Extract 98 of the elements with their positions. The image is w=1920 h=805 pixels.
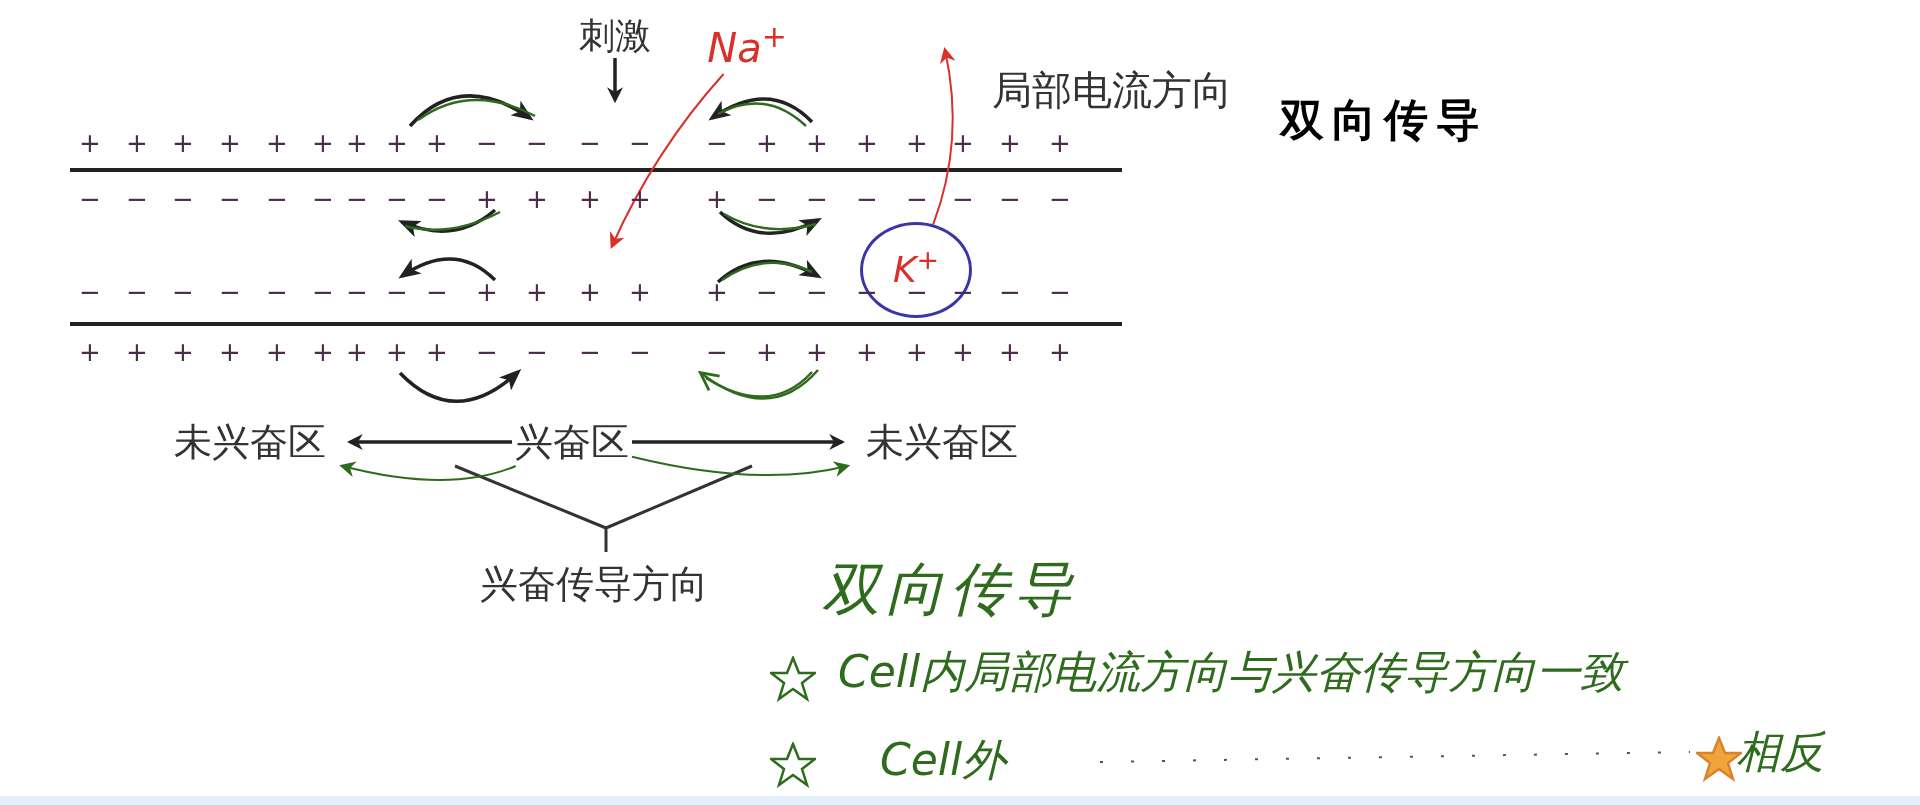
label: 兴奋传导方向 [480, 565, 708, 603]
charge-sign: − [346, 279, 368, 305]
charge-sign: − [579, 339, 601, 365]
ion-label: Na$^{+}$ [692, 22, 802, 74]
charge-sign: + [706, 279, 728, 305]
charge-sign: − [526, 339, 548, 365]
region-label: 未兴奋区 [842, 418, 1042, 466]
charge-sign: − [426, 279, 448, 305]
charge-sign: + [856, 130, 878, 156]
arrow [607, 58, 623, 104]
charge-sign: + [386, 339, 408, 365]
arrow [632, 434, 846, 450]
charge-sign: − [526, 130, 548, 156]
charge-sign: + [172, 339, 194, 365]
charge-sign: − [476, 339, 498, 365]
charge-sign: − [476, 130, 498, 156]
charge-sign: − [312, 186, 334, 212]
charge-sign: + [79, 130, 101, 156]
charge-sign: + [219, 130, 241, 156]
charge-sign: − [346, 186, 368, 212]
title: 双向传导 [1280, 98, 1488, 142]
charge-sign: + [346, 130, 368, 156]
charge-sign: + [756, 130, 778, 156]
charge-sign: + [952, 130, 974, 156]
charge-sign: − [1049, 186, 1071, 212]
charge-sign: + [312, 130, 334, 156]
charge-sign: + [706, 186, 728, 212]
charge-sign: − [79, 186, 101, 212]
charge-sign: − [266, 279, 288, 305]
charge-sign: + [476, 279, 498, 305]
charge-sign: + [476, 186, 498, 212]
stimulus-label: 刺激 [577, 14, 653, 58]
charge-sign: + [1049, 130, 1071, 156]
charge-sign: − [629, 339, 651, 365]
charge-sign: + [856, 339, 878, 365]
charge-sign: + [266, 130, 288, 156]
charge-sign: − [172, 279, 194, 305]
region-label: 兴奋区 [512, 418, 632, 466]
handwritten-note: 相反 [1736, 730, 1824, 774]
charge-sign: + [426, 130, 448, 156]
arrow [631, 455, 851, 477]
charge-sign: + [906, 339, 928, 365]
charge-sign: − [806, 279, 828, 305]
charge-sign: + [79, 339, 101, 365]
charge-sign: − [426, 186, 448, 212]
charge-sign: − [79, 279, 101, 305]
handwritten-note: Cell外 [880, 738, 1007, 782]
charge-sign: − [756, 279, 778, 305]
charge-sign: + [266, 339, 288, 365]
charge-sign: − [219, 279, 241, 305]
charge-sign: − [312, 279, 334, 305]
charge-sign: − [386, 186, 408, 212]
charge-sign: − [1049, 279, 1071, 305]
charge-sign: − [126, 186, 148, 212]
charge-sign: + [386, 130, 408, 156]
charge-sign: + [172, 130, 194, 156]
charge-sign: + [1049, 339, 1071, 365]
charge-sign: − [999, 186, 1021, 212]
charge-sign: − [266, 186, 288, 212]
charge-sign: − [706, 130, 728, 156]
charge-sign: + [629, 279, 651, 305]
charge-sign: + [346, 339, 368, 365]
charge-sign: − [386, 279, 408, 305]
charge-sign: + [806, 339, 828, 365]
charge-sign: − [629, 130, 651, 156]
charge-sign: + [526, 279, 548, 305]
charge-sign: + [952, 339, 974, 365]
charge-sign: − [806, 186, 828, 212]
charge-sign: − [999, 279, 1021, 305]
charge-sign: + [806, 130, 828, 156]
charge-sign: − [126, 279, 148, 305]
charge-sign: + [126, 339, 148, 365]
charge-sign: + [126, 130, 148, 156]
charge-sign: − [952, 186, 974, 212]
charge-sign: + [756, 339, 778, 365]
charge-sign: + [999, 130, 1021, 156]
charge-sign: − [219, 186, 241, 212]
handwritten-note: 双向传导 [822, 560, 1078, 618]
arrow [932, 46, 956, 226]
arrow [346, 434, 512, 450]
arrow [339, 461, 517, 481]
region-label: 未兴奋区 [150, 418, 350, 466]
charge-sign: + [526, 186, 548, 212]
charge-sign: − [172, 186, 194, 212]
charge-sign: − [906, 186, 928, 212]
charge-sign: + [906, 130, 928, 156]
charge-sign: − [756, 186, 778, 212]
charge-sign: + [219, 339, 241, 365]
charge-sign: + [999, 339, 1021, 365]
charge-sign: − [579, 130, 601, 156]
charge-sign: − [856, 186, 878, 212]
charge-sign: + [579, 279, 601, 305]
charge-sign: + [579, 186, 601, 212]
charge-sign: + [426, 339, 448, 365]
charge-sign: + [312, 339, 334, 365]
charge-sign: − [706, 339, 728, 365]
label: 局部电流方向 [992, 70, 1232, 110]
arrow [610, 73, 725, 249]
